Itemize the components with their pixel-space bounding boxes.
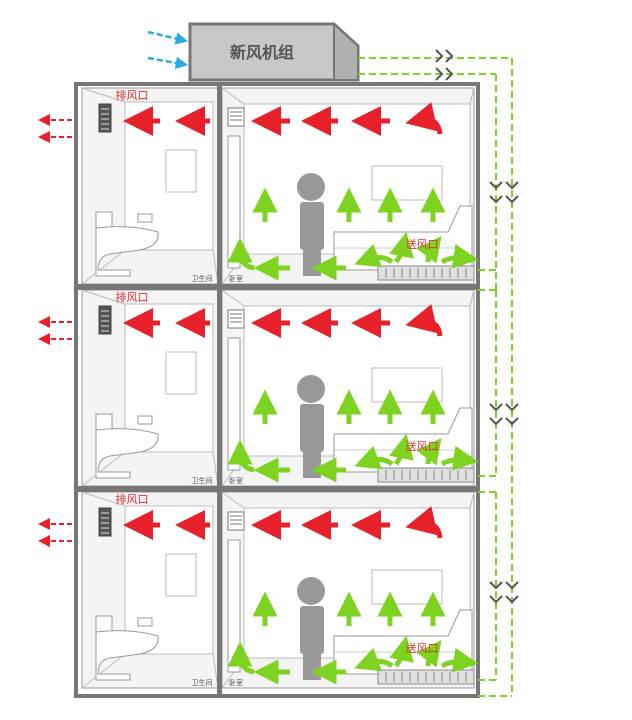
bedroom-label: 卧室 [229,678,243,687]
unit-label: 新风机组 [230,43,294,62]
supply-label: 送风口 [406,237,439,251]
bathroom-label: 卫生间 [192,274,213,283]
intake-arrows [147,30,189,70]
flow-chevron-icon [435,49,519,604]
partition-wall [217,84,222,696]
floor-slab [76,284,478,290]
building-outline [74,82,480,698]
bathroom-label: 卫生间 [192,678,213,687]
bedroom-label: 卧室 [229,274,243,283]
supply-label: 送风口 [406,439,439,453]
exhaust-label: 排风口 [116,492,149,506]
supply-label: 送风口 [406,641,439,655]
exhaust-label: 排风口 [116,290,149,304]
floor-3 [44,88,474,284]
floor-1 [44,492,474,688]
bathroom-label: 卫生间 [192,476,213,485]
supply-duct [358,57,513,697]
floor-2 [44,290,474,486]
bedroom-label: 卧室 [229,476,243,485]
fresh-air-unit-icon [188,21,360,82]
exhaust-label: 排风口 [116,88,149,102]
floor-slab [76,486,478,492]
